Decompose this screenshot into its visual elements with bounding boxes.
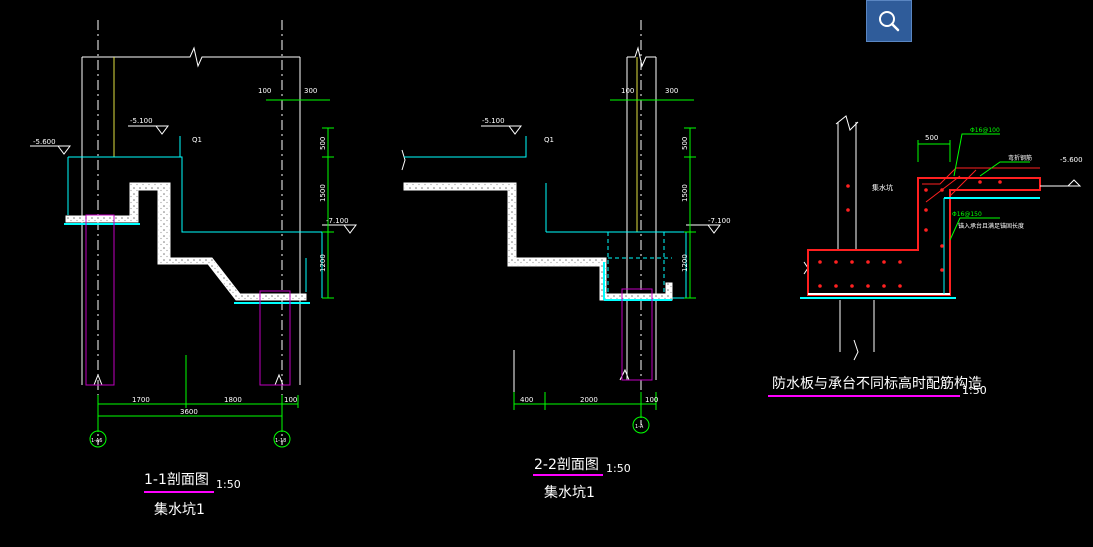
bottom-dim-2000: 2000 <box>580 396 598 404</box>
leader-mark: Q1 <box>192 136 202 144</box>
section-2-2-subtitle: 集水坑1 <box>544 484 595 501</box>
section-2-2-labels: -5.100 Q1 -7.100 100 300 500 1500 1200 4… <box>482 87 731 501</box>
elev-pit-top: -5.100 <box>130 117 153 125</box>
elev-left-top: -5.600 <box>33 138 56 146</box>
total-dim: 3600 <box>180 408 198 416</box>
bottom-dim-400: 400 <box>520 396 533 404</box>
detail-labels: 集水坑 500 Φ16@100 Φ16@150 弯折钢筋 锚入承台且满足锚固长度… <box>772 127 1083 397</box>
top-dim-300: 300 <box>304 87 317 95</box>
detail-title: 防水板与承台不同标高时配筋构造 <box>772 375 982 392</box>
vert-dim-500: 500 <box>319 137 327 150</box>
leader-mark-2: Q1 <box>544 136 554 144</box>
top-dim-100-2: 100 <box>621 87 634 95</box>
section-1-1-scale: 1:50 <box>216 478 241 491</box>
label-bend: 弯折钢筋 <box>1008 154 1032 162</box>
elev-pit-bottom-2: -7.100 <box>708 217 731 225</box>
section-2-2-dimension-lines <box>513 99 696 434</box>
bottom-dim-1800: 1800 <box>224 396 242 404</box>
section-2-2-scale: 1:50 <box>606 462 631 475</box>
section-1-1-subtitle: 集水坑1 <box>154 501 205 518</box>
bottom-dim-100: 100 <box>284 396 297 404</box>
section-2-2-title: 2-2剖面图 <box>534 457 599 473</box>
section-2-2-drawing <box>401 20 721 476</box>
detail-drawing <box>768 115 1082 397</box>
section-1-1-elevation-markers <box>30 125 357 234</box>
detail-outline <box>803 115 875 361</box>
section-1-1-slab <box>64 182 310 304</box>
label-rebar-top: Φ16@100 <box>970 127 1000 134</box>
vert-dim-1500: 1500 <box>319 184 327 202</box>
section-1-1-labels: -5.600 -5.100 Q1 -7.100 100 300 500 1500… <box>33 87 349 518</box>
bottom-dim-1700: 1700 <box>132 396 150 404</box>
dim-500: 500 <box>925 134 938 142</box>
detail-slab <box>800 167 1041 299</box>
elev-pit-top-2: -5.100 <box>482 117 505 125</box>
axis-bubble-2: 1-A <box>635 424 644 430</box>
detail-dimension-lines <box>917 133 1030 241</box>
section-2-2-slab <box>403 182 673 301</box>
label-pit: 集水坑 <box>872 183 893 192</box>
elev-pit-bottom: -7.100 <box>326 217 349 225</box>
axis-bubble-left: 1-A6 <box>91 438 102 444</box>
detail-rebar-dots <box>818 180 1002 288</box>
section-1-1-outline <box>67 136 323 298</box>
bottom-dim-100-2: 100 <box>645 396 658 404</box>
vert-dim-1200-2: 1200 <box>681 254 689 272</box>
top-dim-300-2: 300 <box>665 87 678 95</box>
label-anchor: 锚入承台且满足锚固长度 <box>958 222 1024 230</box>
section-1-1-piles <box>85 214 291 386</box>
section-2-2-elevation-markers <box>481 125 721 234</box>
axis-bubble-right: 1-18 <box>275 438 286 444</box>
label-rebar-side: Φ16@150 <box>952 211 982 218</box>
detail-scale: 1:50 <box>962 384 987 397</box>
detail-elevation-marker <box>1040 179 1082 187</box>
section-1-1-dimension-lines <box>97 99 334 432</box>
section-2-2-axis-lines <box>401 20 657 425</box>
top-dim-100: 100 <box>258 87 271 95</box>
section-2-2-pile <box>621 288 653 381</box>
search-button[interactable] <box>866 0 912 42</box>
detail-elevation: -5.600 <box>1060 156 1083 164</box>
section-1-1-drawing <box>30 20 357 493</box>
search-icon <box>879 11 900 32</box>
section-1-1-title: 1-1剖面图 <box>144 472 209 488</box>
section-2-2-outline <box>404 136 687 299</box>
vert-dim-1500-2: 1500 <box>681 184 689 202</box>
vert-dim-500-2: 500 <box>681 137 689 150</box>
section-1-1-axis-bubbles <box>89 430 291 448</box>
vert-dim-1200: 1200 <box>319 254 327 272</box>
